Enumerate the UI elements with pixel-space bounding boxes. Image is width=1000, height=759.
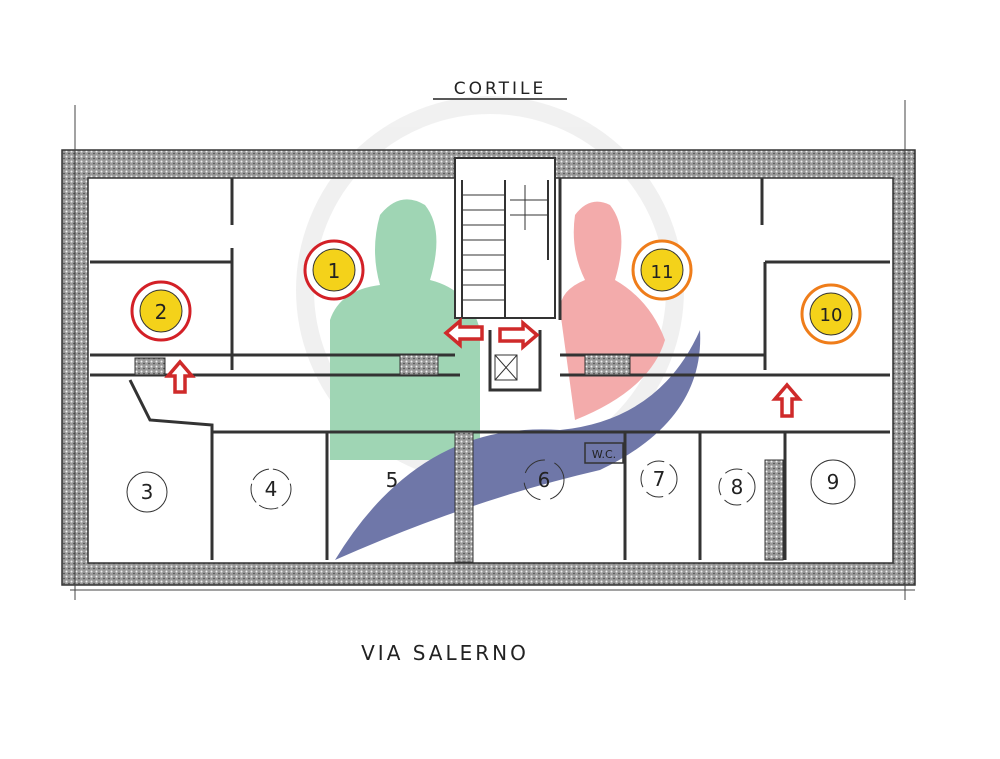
room-5[interactable]: 5 [386,468,399,492]
room-7[interactable]: 7 [640,460,678,498]
svg-text:2: 2 [155,300,168,324]
outer-wall [61,149,916,586]
room-1-marker[interactable]: 1 [303,239,365,301]
wc-label: W.C. [592,448,616,461]
svg-text:8: 8 [731,475,744,499]
svg-text:7: 7 [653,467,666,491]
svg-text:3: 3 [141,480,154,504]
room-8[interactable]: 8 [718,468,756,506]
stairwell [454,157,556,319]
room-6[interactable]: 6 [523,459,565,501]
svg-text:11: 11 [651,262,674,283]
arrow-right-icon [498,319,540,351]
svg-text:10: 10 [820,305,843,326]
watermark-blue-swoosh [335,330,701,560]
svg-text:1: 1 [328,259,341,283]
interior-walls [90,178,890,560]
svg-text:4: 4 [265,477,278,501]
arrow-up-icon [771,382,803,418]
room-4[interactable]: 4 [250,468,292,510]
courtyard-label: CORTILE [454,79,546,99]
street-label: VIA SALERNO [361,641,529,665]
arrow-left-icon [443,317,484,349]
room-10-marker[interactable]: 10 [800,283,862,345]
svg-text:5: 5 [386,468,399,492]
room-3[interactable]: 3 [126,471,168,513]
room-9[interactable]: 9 [810,459,856,505]
arrow-up-icon [164,359,196,394]
svg-text:9: 9 [827,470,840,494]
watermark-green-figure [330,199,480,460]
room-2-marker[interactable]: 2 [130,280,192,342]
svg-text:6: 6 [538,468,551,492]
room-11-marker[interactable]: 11 [631,239,693,301]
